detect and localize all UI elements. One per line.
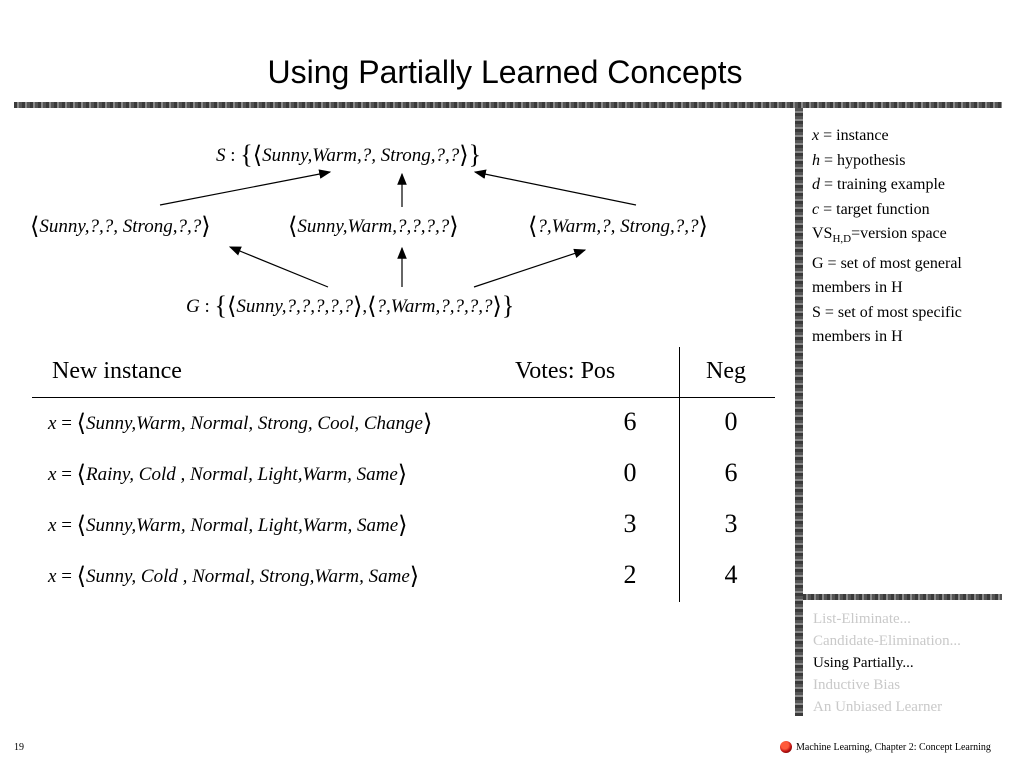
logo-icon: [780, 741, 792, 753]
instance-value: Sunny,Warm, Normal, Light,Warm, Same: [86, 515, 399, 536]
middle-hypothesis-3: ⟨?,Warm,?, Strong,?,?⟩: [528, 214, 708, 240]
sidebar-nav-divider-bar: [803, 594, 1002, 600]
table-row: x = ⟨Rainy, Cold , Normal, Light,Warm, S…: [48, 462, 408, 488]
nav-item-candidate-elimination[interactable]: Candidate-Elimination...: [813, 633, 961, 649]
legend-item: S = set of most specific: [812, 303, 962, 321]
table-column-rule: [679, 347, 680, 602]
middle-hypothesis-2-text: Sunny,Warm,?,?,?,?: [297, 216, 450, 237]
neg-votes: 4: [724, 560, 738, 589]
legend-item: c = target function: [812, 200, 930, 218]
legend-item: x = instance: [812, 127, 889, 144]
nav-item-using-partially[interactable]: Using Partially...: [813, 655, 914, 671]
header-divider-bar: [14, 102, 1002, 108]
footer: Machine Learning, Chapter 2: Concept Lea…: [780, 741, 991, 753]
pos-votes: 3: [623, 509, 637, 538]
neg-votes: 3: [724, 509, 738, 538]
nav-item-inductive-bias[interactable]: Inductive Bias: [813, 677, 901, 693]
arrow-mid1-to-s: [159, 169, 332, 206]
s-hypothesis: Sunny,Warm,?, Strong,?,?: [262, 145, 460, 166]
nav-item-unbiased-learner[interactable]: An Unbiased Learner: [813, 699, 943, 715]
arrow-mid3-to-s: [473, 169, 637, 206]
middle-hypothesis-1: ⟨Sunny,?,?, Strong,?,?⟩: [30, 214, 211, 240]
nav-item-list-eliminate[interactable]: List-Eliminate...: [813, 611, 911, 627]
g-boundary: G : {⟨Sunny,?,?,?,?,?⟩,⟨?,Warm,?,?,?,?⟩}: [186, 291, 515, 320]
header-new-instance: New instance: [52, 358, 182, 384]
middle-hypothesis-2: ⟨Sunny,Warm,?,?,?,?⟩: [288, 214, 459, 240]
instance-value: Sunny,Warm, Normal, Strong, Cool, Change: [86, 413, 423, 434]
legend-item: VSH,D=version space: [812, 225, 947, 246]
table-header-rule: [32, 397, 775, 398]
sidebar-divider-bar: [795, 108, 803, 716]
instance-value: Sunny, Cold , Normal, Strong,Warm, Same: [86, 566, 410, 587]
instance-value: Rainy, Cold , Normal, Light,Warm, Same: [86, 464, 398, 485]
pos-votes: 0: [623, 458, 637, 487]
header-neg: Neg: [706, 358, 746, 384]
header-votes-pos: Votes: Pos: [515, 358, 616, 384]
legend-item: h = hypothesis: [812, 151, 906, 169]
table-row: x = ⟨Sunny,Warm, Normal, Strong, Cool, C…: [48, 411, 433, 437]
slide-title: Using Partially Learned Concepts: [267, 54, 743, 90]
page-number: 19: [14, 742, 24, 753]
g-hypothesis-1: Sunny,?,?,?,?,?: [236, 296, 354, 317]
legend-item: d = training example: [812, 176, 945, 193]
g-label: G: [186, 296, 200, 317]
generalization-arrows: [159, 169, 637, 288]
s-label: S: [216, 145, 226, 166]
legend-item: members in H: [812, 328, 903, 346]
legend-item: members in H: [812, 279, 903, 297]
middle-hypothesis-1-text: Sunny,?,?, Strong,?,?: [39, 216, 202, 237]
table-row: x = ⟨Sunny, Cold , Normal, Strong,Warm, …: [48, 564, 420, 590]
s-boundary: S : {⟨Sunny,Warm,?, Strong,?,?⟩}: [216, 140, 482, 169]
section-nav: List-Eliminate... Candidate-Elimination.…: [813, 608, 961, 718]
pos-votes: 6: [623, 407, 637, 436]
middle-hypothesis-3-text: ?,Warm,?, Strong,?,?: [537, 216, 699, 237]
symbol-legend: x = instance h = hypothesis d = training…: [812, 124, 1012, 350]
pos-votes: 2: [623, 560, 637, 589]
legend-item: G = set of most general: [812, 254, 962, 272]
neg-votes: 0: [724, 407, 738, 436]
arrow-g1-to-mid1: [228, 246, 329, 288]
footer-text: Machine Learning, Chapter 2: Concept Lea…: [796, 741, 991, 753]
table-row: x = ⟨Sunny,Warm, Normal, Light,Warm, Sam…: [48, 513, 408, 539]
neg-votes: 6: [724, 458, 738, 487]
arrow-g2-to-mid3: [473, 248, 587, 288]
g-hypothesis-2: ?,Warm,?,?,?,?: [376, 296, 493, 317]
